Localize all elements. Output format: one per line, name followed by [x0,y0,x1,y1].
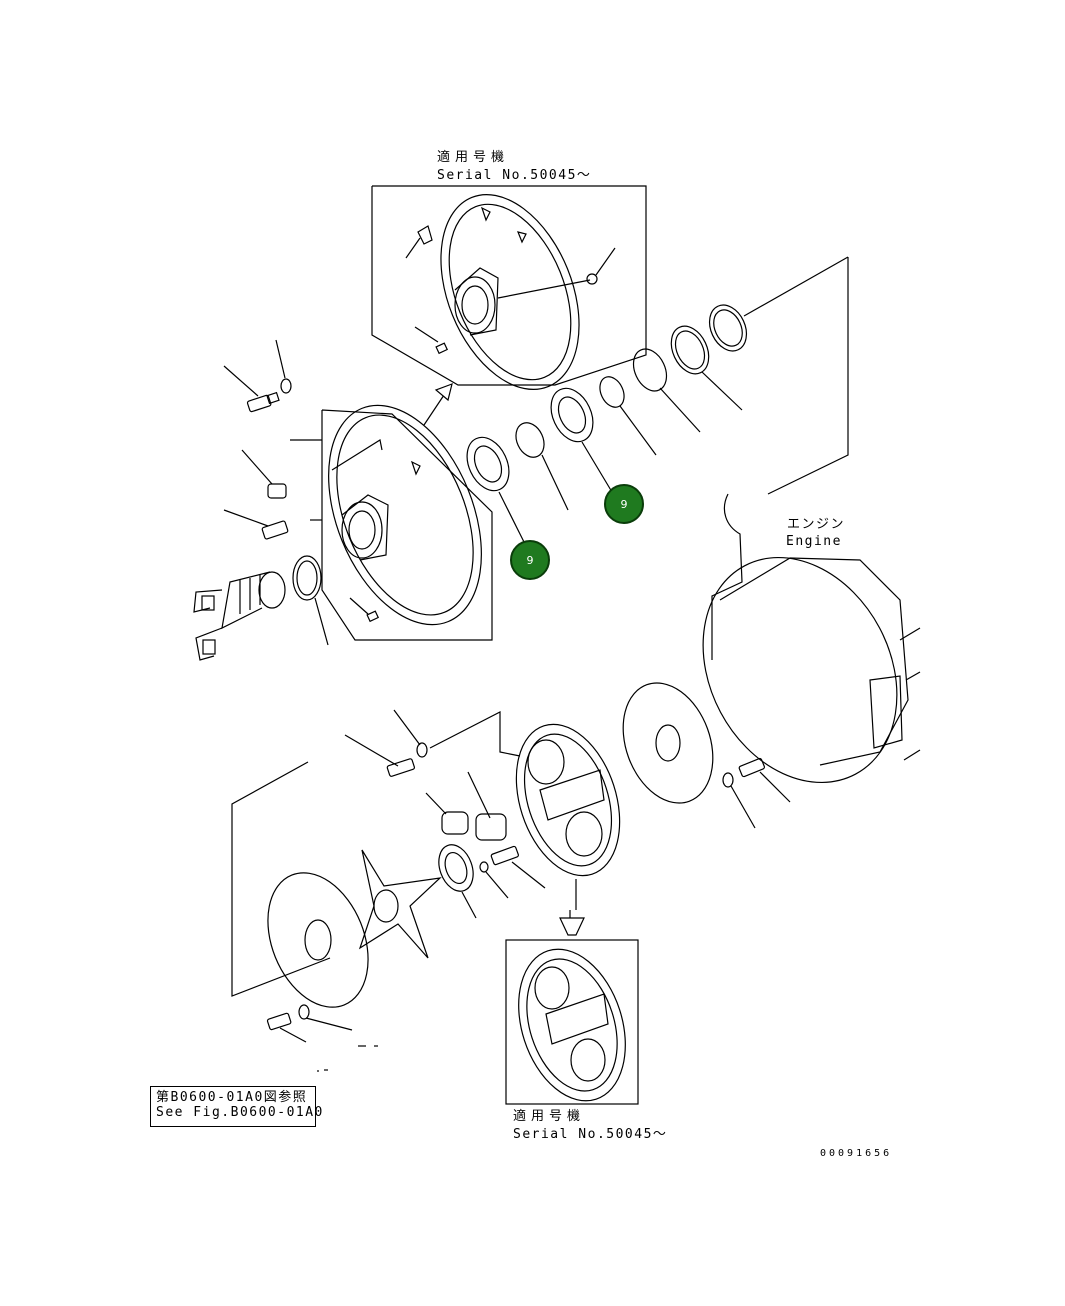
engine-label-en: Engine [786,534,842,549]
left-bolts [223,339,329,646]
coupling-bolts [344,709,546,899]
bottom-inset-frame [505,939,639,1105]
callout-part-9[interactable]: 9 [604,484,644,524]
main-housing [290,404,493,641]
reference-jp: 第B0600-01A0図参照 [156,1090,308,1105]
flex-plate [622,682,791,829]
lower-disc-assembly [231,761,477,1043]
engine-housing [702,493,921,784]
arrow-up-to-inset [423,383,453,426]
coupling-housing [515,723,621,936]
callout-part-9[interactable]: 9 [510,540,550,580]
drive-yoke [193,571,286,661]
bottom-inset-serial: Serial No.50045～ [513,1127,668,1142]
top-inset-frame [371,185,647,390]
top-inset-serial: Serial No.50045～ [437,168,592,183]
bearing-rings [466,256,849,543]
reference-box[interactable]: 第B0600-01A0図参照 See Fig.B0600-01A0 [150,1086,324,1127]
bottom-inset-title: 適用号機 [513,1109,586,1124]
top-inset-title: 適用号機 [437,150,510,165]
reference-en: See Fig.B0600-01A0 [156,1105,324,1120]
engine-label-jp: エンジン [787,517,846,532]
drawing-number: 00091656 [820,1148,893,1159]
